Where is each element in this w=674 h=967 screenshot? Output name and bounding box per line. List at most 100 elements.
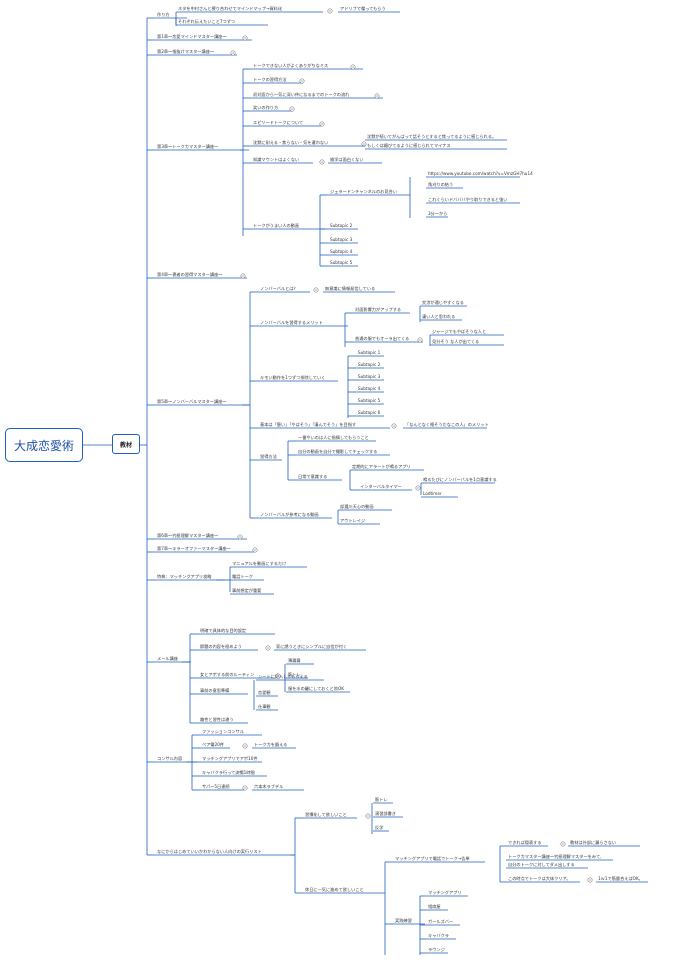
collapse-toggle-icon[interactable] — [374, 93, 380, 99]
collapse-toggle-icon[interactable] — [327, 8, 333, 14]
topic-n6[interactable]: ノンバーバルが参考になる動画 — [260, 512, 319, 517]
topic-ch3[interactable]: 第3章〜トークカマスター講座〜 — [157, 144, 219, 149]
topic-s6[interactable]: Subtopic 6 — [358, 410, 381, 415]
topic-nd2b4[interactable]: キャバクラ — [428, 933, 449, 938]
topic-m3b[interactable]: 筋トレ — [288, 672, 301, 677]
topic-nd1c[interactable]: 反学 — [375, 825, 384, 830]
root-topic[interactable]: 大成恋愛術 — [5, 428, 83, 462]
topic-n2a1[interactable]: 交渉が通じやすくなる — [422, 300, 464, 305]
topic-m4a[interactable]: シートに記入してもらえる — [258, 674, 308, 679]
topic-n3[interactable]: キモい動作を1つずつ排除していく — [260, 375, 326, 380]
collapse-toggle-icon[interactable] — [237, 534, 243, 540]
topic-n5c[interactable]: 日常で意識する — [298, 474, 328, 479]
topic-app2[interactable]: 電話トーク — [232, 574, 253, 579]
topic-n5[interactable]: 習得方法 — [260, 454, 277, 459]
topic-s1[interactable]: Subtopic 1 — [358, 350, 381, 355]
topic-n5c2a[interactable]: 鳴るたびにノンバーバルを1点意識する — [423, 477, 497, 482]
topic-n1[interactable]: ノンバーバルとは？ — [260, 286, 298, 291]
topic-t8a3[interactable]: 3分〜から — [428, 211, 448, 216]
collapse-toggle-icon[interactable] — [242, 743, 248, 749]
topic-m2[interactable]: 節題の内容を極めよう — [200, 644, 242, 649]
topic-nd2b2[interactable]: 相席屋 — [428, 904, 441, 909]
topic-nd2a4a[interactable]: 1ｗ1で筋量合えばOK。 — [598, 876, 643, 881]
topic-n5c2b[interactable]: Lodtimer — [423, 491, 442, 496]
topic-t8a[interactable]: ジェラードンチャンネルのお見合い — [330, 189, 397, 194]
topic-sub4[interactable]: Subtopic 4 — [330, 249, 353, 254]
collapse-toggle-icon[interactable] — [299, 78, 305, 84]
topic-shitsumon[interactable]: それぞれ伝えたいこと7つずつ — [178, 19, 236, 24]
collapse-toggle-icon[interactable] — [252, 547, 258, 553]
topic-neta[interactable]: ネタを中村さんと擦り合わせてマインドマップ→資料化 — [178, 6, 283, 11]
topic-t6b[interactable]: もしくは媚びてるように感じられてマイナス — [367, 143, 451, 148]
topic-m4c[interactable]: 仕事観 — [258, 704, 271, 709]
collapse-toggle-icon[interactable] — [313, 287, 319, 293]
topic-t7[interactable]: 知識マウントはよくない — [253, 157, 300, 162]
topic-n2b2[interactable]: 見分そう な人が出てくる — [432, 339, 480, 344]
topic-nd2a2[interactable]: トークカマスター講座〜究極理解マスターをみて、 — [508, 854, 605, 859]
topic-t6[interactable]: 沈黙に耐える・焦らない・気を遣わない — [253, 140, 329, 145]
topic-nd2b5[interactable]: ラウンジ — [428, 947, 445, 952]
topic-m4[interactable]: 事前の意思準備 — [200, 688, 230, 693]
topic-nd1a[interactable]: 筋トレ — [375, 797, 388, 802]
topic-app1[interactable]: マニュアルを動画にするだけ — [232, 561, 287, 566]
topic-n2a[interactable]: 対面影響力がアップする — [355, 307, 402, 312]
topic-n1a[interactable]: 無意識に情報発信している — [325, 286, 376, 291]
collapse-toggle-icon[interactable] — [587, 877, 593, 883]
topic-c4[interactable]: キャバクラ行って流暢1時間 — [202, 770, 255, 775]
topic-n4[interactable]: 基本は「堕い」「やばそう」「凄んでそう」を目指す — [260, 422, 357, 427]
topic-s5[interactable]: Subtopic 5 — [358, 398, 381, 403]
topic-c2a[interactable]: トークカを鍛える — [254, 742, 288, 747]
topic-m3[interactable]: 女とアポする前のルーティン — [200, 672, 255, 677]
topic-t8a2[interactable]: これくらいドバババやり取りできると強い — [428, 197, 508, 202]
topic-s2[interactable]: Subtopic 2 — [358, 362, 381, 367]
topic-nd2a3[interactable]: 自分のトークに対してダメ出しする — [508, 862, 575, 867]
topic-n2b[interactable]: 普通の服でもオーラ出てくる — [355, 336, 410, 341]
topic-t7a[interactable]: 雑学は面白くない — [330, 157, 364, 162]
collapse-toggle-icon[interactable] — [417, 337, 423, 343]
topic-m4b[interactable]: 恋愛観 — [258, 690, 271, 695]
topic-nd2b1[interactable]: マッチングアプリ — [428, 890, 462, 895]
topic-sub3[interactable]: Subtopic 3 — [330, 237, 353, 242]
collapse-toggle-icon[interactable] — [391, 423, 397, 429]
topic-m1[interactable]: 明確で具体的な目的設定 — [200, 628, 247, 633]
topic-c5[interactable]: サパー5日連続 — [202, 784, 230, 789]
topic-n6b[interactable]: アウトレイジ — [340, 518, 366, 523]
topic-s3[interactable]: Subtopic 3 — [358, 374, 381, 379]
topic-t6a[interactable]: 沈黙が続いてがんばって話そうとすると焦ってるように感じられる。 — [367, 134, 497, 139]
collapse-toggle-icon[interactable] — [275, 673, 281, 679]
topic-t8a1[interactable]: 角刈りの結う — [428, 182, 454, 187]
topic-c5a[interactable]: 六本木ラブデル — [254, 784, 284, 789]
collapse-toggle-icon[interactable] — [242, 35, 248, 41]
topic-m3c[interactable]: 服を水の麗にしておくと効OK — [288, 686, 345, 691]
topic-c1[interactable]: ファッションコンサル — [202, 729, 244, 734]
topic-n4a[interactable]: 「なんとなく格そうだなこの人」のメリット — [405, 422, 489, 427]
main-topic-kyozai[interactable]: 教材 — [112, 434, 140, 454]
topic-n6a[interactable]: 部選川天心の動画 — [340, 504, 374, 509]
collapse-toggle-icon[interactable] — [242, 785, 248, 791]
collapse-toggle-icon[interactable] — [365, 813, 371, 819]
collapse-toggle-icon[interactable] — [319, 159, 325, 165]
topic-app[interactable]: 特典：マッチングアプリ攻略 — [157, 574, 212, 579]
topic-n2[interactable]: ノンバーバルを習得するメリット — [260, 320, 323, 325]
topic-ch7[interactable]: 第7章〜キラーオファーマスター講座〜 — [157, 546, 231, 551]
topic-ch2[interactable]: 第2章〜指抜けマスター講座〜 — [157, 49, 215, 54]
topic-nd2a1[interactable]: できれば隠表する — [508, 840, 542, 845]
topic-ch5[interactable]: 第5章〜ノンバーバルマスター講座〜 — [157, 399, 227, 404]
topic-nd2a1a[interactable]: 教材は外部に漏らさない — [570, 840, 617, 845]
topic-t5[interactable]: エピソードトークについて — [253, 120, 304, 125]
collapse-toggle-icon[interactable] — [350, 64, 356, 70]
topic-nd2a4[interactable]: この時点でトークは大体クリア。 — [508, 876, 571, 881]
collapse-toggle-icon[interactable] — [319, 121, 325, 127]
topic-n5a[interactable]: 一番やいのは人に指摘してもらうこと — [298, 435, 369, 440]
topic-nani[interactable]: なにからはじめていいかわからない人向けの実行リスト — [157, 849, 262, 854]
topic-m5[interactable]: 趣性と習性は違う — [200, 717, 234, 722]
topic-ch6[interactable]: 第6章〜究極理解マスター講座〜 — [157, 533, 219, 538]
topic-adlib[interactable]: アドリブで喋ってもらう — [340, 6, 386, 11]
topic-t3[interactable]: 初対面から一気に深い仲になるまでのトークの流れ — [253, 92, 350, 97]
topic-m3a[interactable]: 薄醤醤 — [288, 658, 301, 663]
topic-t1[interactable]: トークできない人がよくありがちなミス — [253, 63, 329, 68]
collapse-toggle-icon[interactable] — [230, 50, 236, 56]
topic-app3[interactable]: 事前想定が重要 — [232, 588, 262, 593]
topic-n5c1[interactable]: 定期的にアラートが鳴るアプリ — [352, 464, 411, 469]
topic-c3[interactable]: マッチングアプリでアポ10件 — [202, 756, 258, 761]
